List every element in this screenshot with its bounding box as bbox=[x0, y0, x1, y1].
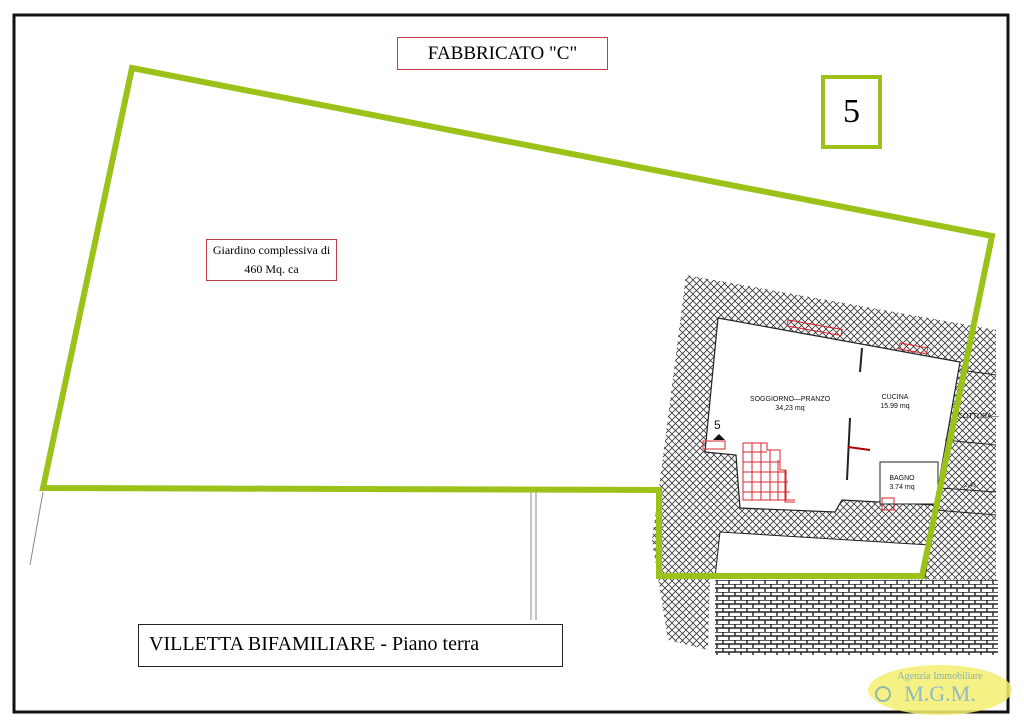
room-area: 3.74 mq bbox=[889, 484, 915, 491]
cottura-label: COTTURA— bbox=[958, 413, 999, 420]
room-name: BAGNO bbox=[889, 475, 915, 482]
garden-label: Giardino complessiva di 460 Mq. ca bbox=[206, 239, 337, 281]
garden-boundary bbox=[39, 64, 996, 579]
room-name: CUCINA bbox=[881, 394, 909, 401]
room-bathroom: BAGNO 3.74 mq bbox=[877, 474, 927, 492]
paving bbox=[715, 580, 998, 655]
outdoor-area bbox=[714, 531, 931, 579]
bathroom bbox=[879, 461, 939, 505]
room-kitchen: CUCINA 15.99 mq bbox=[865, 393, 925, 411]
agency-logo bbox=[868, 665, 1012, 715]
room-living: SOGGIORNO—PRANZO 34,23 mq bbox=[740, 395, 840, 413]
garden-label-line2: 460 Mq. ca bbox=[244, 262, 299, 276]
section-marker: 5 bbox=[714, 418, 721, 432]
stairs bbox=[742, 442, 795, 503]
section-arrow-icon bbox=[713, 434, 725, 440]
room-name: SOGGIORNO—PRANZO bbox=[749, 396, 831, 403]
dimension-label: 2.40 bbox=[964, 483, 976, 489]
room-area: 15.99 mq bbox=[880, 403, 910, 410]
windows bbox=[702, 319, 929, 511]
plan-title: VILLETTA BIFAMILIARE - Piano terra bbox=[138, 624, 563, 667]
page-frame bbox=[12, 13, 1010, 714]
logo-line2: M.G.M. bbox=[904, 681, 976, 706]
logo-line1: Agenzia Immobiliare bbox=[897, 671, 983, 682]
building-label: FABBRICATO "C" bbox=[397, 37, 608, 70]
garden-label-line1: Giardino complessiva di bbox=[212, 243, 331, 257]
page-number: 5 bbox=[821, 75, 882, 149]
logo-emblem-icon bbox=[875, 686, 891, 702]
room-area: 34,23 mq bbox=[775, 405, 805, 412]
